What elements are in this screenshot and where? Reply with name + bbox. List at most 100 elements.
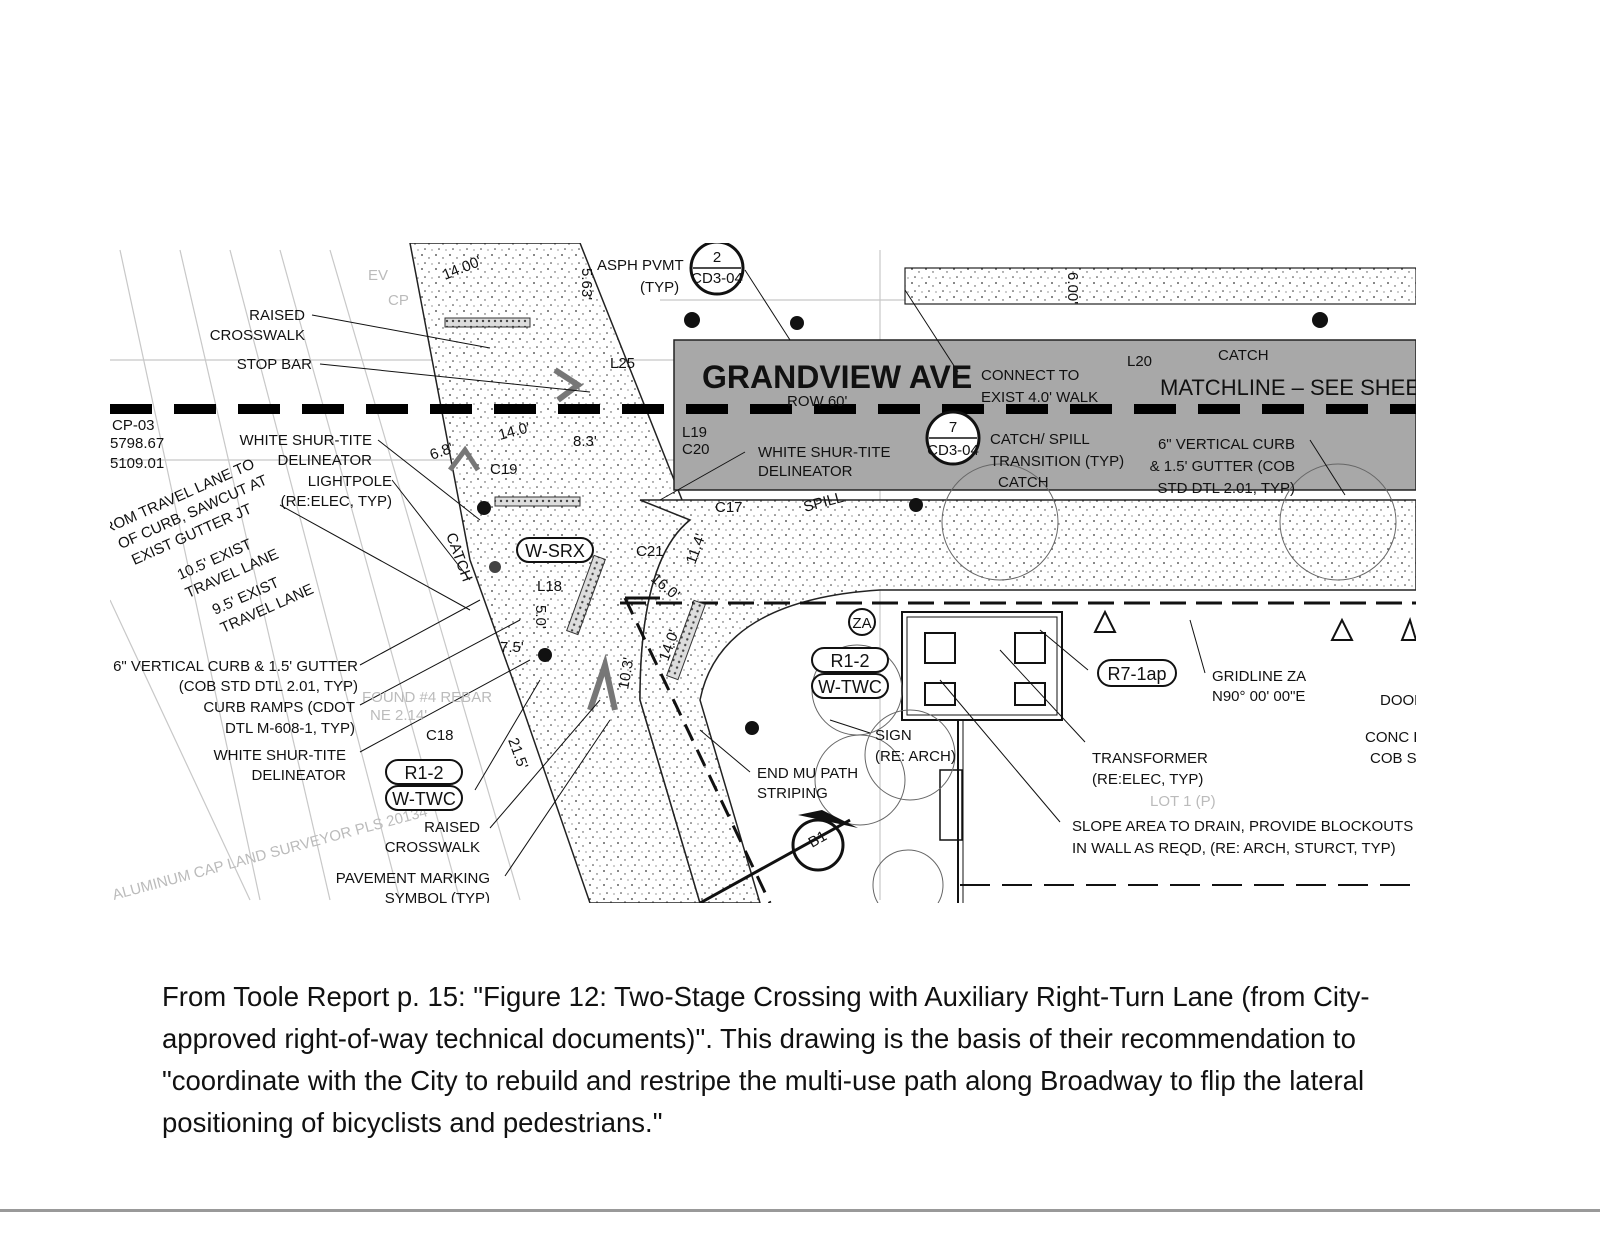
label-asph-pvmt: (TYP) [640, 279, 679, 296]
north-sidewalk [904, 267, 1416, 305]
dim-5-0: 5.0' [532, 605, 549, 629]
site-plan-drawing: RAISED CROSSWALK STOP BAR CP-03 5798.67 … [110, 243, 1425, 907]
label-transformer: (RE:ELEC, TYP) [1092, 771, 1203, 788]
label-catch-spill: TRANSITION (TYP) [990, 453, 1124, 470]
label-rebar: FOUND #4 REBAR [362, 689, 492, 706]
label-slope-area: SLOPE AREA TO DRAIN, PROVIDE BLOCKOUTS [1072, 818, 1413, 835]
page-bottom-divider [0, 1209, 1600, 1212]
label-shur-tite: DELINEATOR [758, 463, 853, 480]
label-end-path-striping: END MU PATH [757, 765, 858, 782]
corner-sidewalk [639, 499, 1416, 903]
dim-8-3: 8.3' [573, 433, 597, 450]
figure-caption: From Toole Report p. 15: "Figure 12: Two… [162, 981, 1370, 1138]
detail-7-sheet: CD3-04 [927, 442, 979, 459]
dim-5-63: 5.63' [578, 268, 595, 300]
dim-7-5: 7.5' [500, 639, 524, 656]
label-c18: C18 [426, 727, 454, 744]
crosswalk-hatch [566, 554, 606, 636]
path-striping [623, 597, 772, 903]
sign-tag-w-srx: W-SRX [525, 541, 585, 561]
label-stop-bar: STOP BAR [237, 356, 312, 373]
label-vertical-curb: 6" VERTICAL CURB & 1.5' GUTTER [113, 658, 358, 675]
label-shur-tite: WHITE SHUR-TITE [214, 747, 347, 764]
label-pavement-marking: SYMBOL (TYP) [385, 890, 490, 907]
trees [811, 463, 1397, 903]
sign-tag-w-twc: W-TWC [818, 677, 882, 697]
label-c19: C19 [490, 461, 518, 478]
label-curb-ramps: DTL M-608-1, TYP) [225, 720, 355, 737]
label-catch: CATCH [998, 474, 1049, 491]
triangle-markers [1093, 609, 1416, 641]
sign-tag-r1-2: R1-2 [404, 763, 443, 783]
label-surveyor: ALUMINUM CAP LAND SURVEYOR PLS 20134 [111, 803, 430, 904]
label-lightpole: (RE:ELEC, TYP) [281, 493, 392, 510]
dim-21-5: 21.5' [504, 736, 531, 772]
leader-lines [279, 269, 1346, 877]
section-b1-label: B1 [806, 828, 830, 852]
dim-6-00: 6.00' [1064, 272, 1081, 304]
label-shur-tite: WHITE SHUR-TITE [758, 444, 891, 461]
gridline-tag-za: ZA [852, 615, 871, 632]
label-pavement-marking: PAVEMENT MARKING [336, 870, 490, 887]
label-shur-tite: DELINEATOR [252, 767, 347, 784]
street-name: GRANDVIEW AVE [702, 359, 972, 395]
label-vertical-curb-2: STD DTL 2.01, TYP) [1157, 480, 1295, 497]
label-raised-crosswalk: CROSSWALK [210, 327, 305, 344]
dim-10-3: 10.3' [615, 656, 637, 691]
label-raised-crosswalk: RAISED [249, 307, 305, 324]
label-lot: LOT 1 (P) [1150, 793, 1216, 810]
label-curb-ramps: CURB RAMPS (CDOT [203, 699, 355, 716]
label-vertical-curb: (COB STD DTL 2.01, TYP) [179, 678, 358, 695]
label-cp: CP [388, 292, 409, 309]
label-conc: CONC F [1365, 729, 1423, 746]
crosswalk-hatch [444, 317, 531, 328]
transformer-enclosure [901, 611, 1063, 903]
label-raised-crosswalk: RAISED [424, 819, 480, 836]
label-connect-walk: CONNECT TO [981, 367, 1079, 384]
label-vertical-curb-2: & 1.5' GUTTER (COB [1150, 458, 1295, 475]
label-rebar: NE 2.14' [370, 707, 427, 724]
section-marker-b1: B1 [699, 810, 858, 903]
label-l20: L20 [1127, 353, 1152, 370]
label-l18: L18 [537, 578, 562, 595]
sign-tag-r1-2: R1-2 [830, 651, 869, 671]
matchline-note: MATCHLINE – SEE SHEE [1160, 375, 1420, 400]
label-cp03-n: 5798.67 [110, 435, 164, 452]
sign-tag-w-twc: W-TWC [392, 789, 456, 809]
label-sign: SIGN [875, 727, 912, 744]
label-catch-spill: CATCH/ SPILL [990, 431, 1090, 448]
label-l25: L25 [610, 355, 635, 372]
label-vertical-curb-2: 6" VERTICAL CURB [1158, 436, 1295, 453]
label-shur-tite: DELINEATOR [278, 452, 373, 469]
label-c21: C21 [636, 543, 664, 560]
label-conc: COB S [1370, 750, 1417, 767]
pavement-arrow-icon [553, 367, 584, 403]
grandview-ave-street [673, 339, 1416, 491]
label-slope-area: IN WALL AS REQD, (RE: ARCH, STURCT, TYP) [1072, 840, 1396, 857]
detail-callout-2 [689, 243, 745, 296]
label-ev: EV [368, 267, 388, 284]
label-cp03-e: 5109.01 [110, 455, 164, 472]
label-shur-tite: WHITE SHUR-TITE [240, 432, 373, 449]
pavement-arrow-icon [587, 653, 618, 711]
label-connect-walk: EXIST 4.0' WALK [981, 389, 1098, 406]
detail-callout-7 [925, 410, 981, 466]
lightpole-icons [477, 312, 1328, 735]
label-transformer: TRANSFORMER [1092, 750, 1208, 767]
label-asph-pvmt: ASPH PVMT [597, 257, 684, 274]
detail-7-number: 7 [949, 419, 957, 436]
label-catch: CATCH [1218, 347, 1269, 364]
label-gridline: GRIDLINE ZA [1212, 668, 1306, 685]
detail-2-number: 2 [713, 249, 721, 266]
sign-tag-outlines [385, 537, 1177, 811]
label-door: DOOR [1380, 692, 1425, 709]
label-cp03: CP-03 [112, 417, 155, 434]
label-lightpole: LIGHTPOLE [308, 473, 392, 490]
label-c17: C17 [715, 499, 743, 516]
label-sign: (RE: ARCH) [875, 748, 956, 765]
street-row: ROW 60' [787, 393, 848, 410]
label-l19: L19 [682, 424, 707, 441]
pavement-arrow-icon [448, 445, 481, 472]
detail-2-sheet: CD3-04 [691, 270, 743, 287]
crosswalk-hatch [666, 599, 706, 681]
